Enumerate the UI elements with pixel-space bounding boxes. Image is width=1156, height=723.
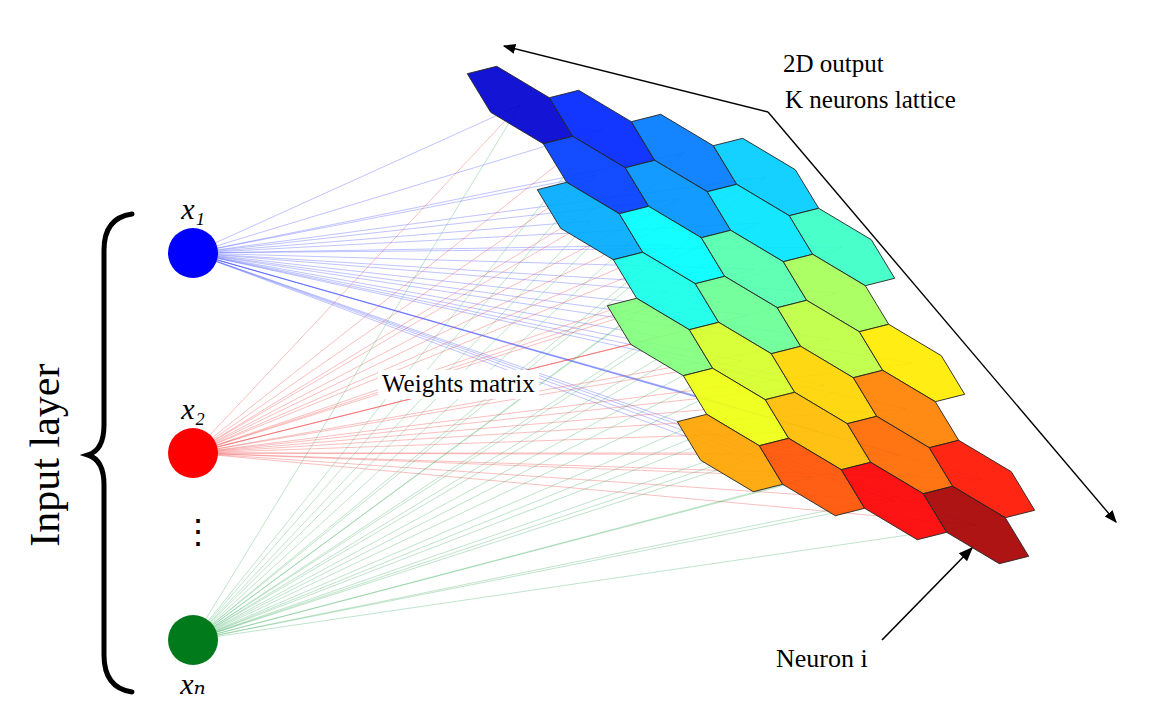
weights-label: Weights matrix — [378, 370, 539, 399]
weight-line — [193, 453, 730, 640]
lattice-arrow — [768, 112, 1116, 522]
weight-line — [193, 477, 812, 640]
weight-line — [193, 337, 660, 453]
weight-line — [193, 221, 590, 453]
lattice-arrow — [504, 46, 768, 112]
ellipsis-dots: ⋮ — [181, 512, 215, 551]
lattice-title: 2D output — [783, 50, 884, 79]
weight-line — [193, 223, 760, 640]
weight-line — [193, 407, 736, 453]
weight-lines — [193, 105, 982, 640]
neuron-pointer — [882, 548, 972, 640]
input-brace — [88, 214, 132, 692]
input-neuron: xₙ — [148, 613, 238, 701]
weight-line — [193, 221, 590, 640]
weight-line — [193, 501, 894, 640]
weight-line — [193, 221, 590, 253]
weight-line — [193, 153, 684, 640]
lattice-title: K neurons lattice — [785, 86, 956, 115]
weight-line — [193, 177, 766, 640]
input-circle — [166, 613, 220, 667]
weight-line — [193, 247, 842, 640]
input-label: x₂ — [148, 392, 238, 426]
weight-line — [193, 525, 976, 640]
weight-line — [193, 293, 836, 640]
weight-line — [193, 337, 660, 640]
input-layer-label: Input layer — [22, 363, 70, 546]
input-neuron: x₂ — [148, 392, 238, 480]
input-circle — [166, 426, 220, 480]
weight-line — [193, 245, 672, 640]
input-neuron: x₁ — [148, 192, 238, 280]
input-circle — [166, 226, 220, 280]
weight-line — [193, 253, 660, 337]
weight-line — [193, 339, 830, 640]
weight-line — [193, 361, 742, 453]
neuron-lattice — [467, 66, 1034, 563]
weight-line — [193, 291, 666, 640]
input-label: xₙ — [148, 667, 238, 701]
weight-line — [193, 253, 666, 291]
input-label: x₁ — [148, 192, 238, 226]
weight-line — [193, 361, 742, 640]
weight-line — [193, 199, 678, 640]
neuron-label: Neuron i — [776, 644, 868, 674]
weight-line — [193, 407, 736, 640]
weight-line — [193, 175, 596, 253]
weight-line — [193, 453, 730, 454]
neuron-hexagon — [923, 486, 1028, 563]
weight-line — [193, 363, 912, 640]
